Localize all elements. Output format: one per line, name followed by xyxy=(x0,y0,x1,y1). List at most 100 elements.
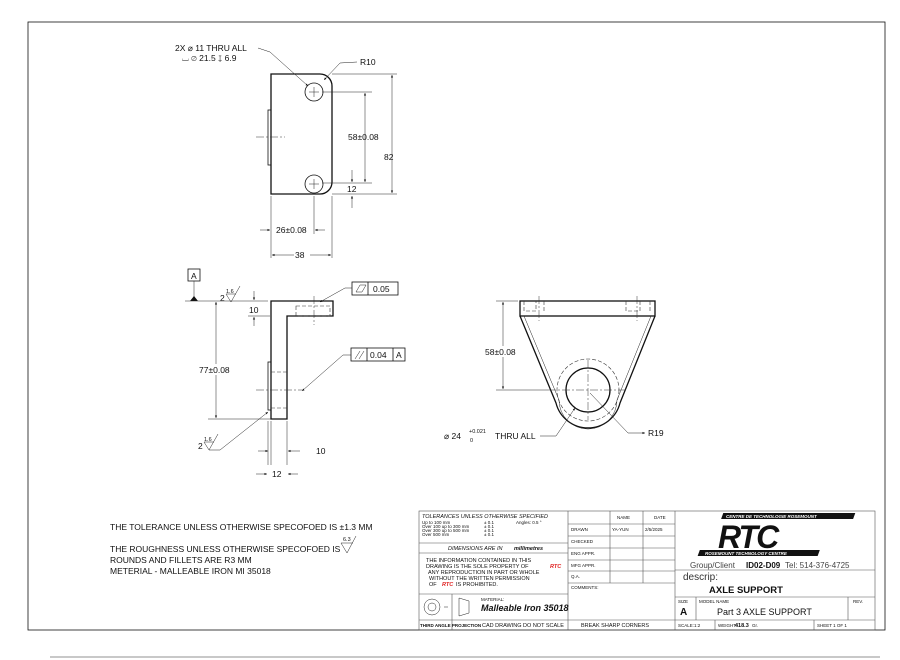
third-angle-projection-icon xyxy=(423,597,470,617)
projection-label: THIRD ANGLE PROJECTION xyxy=(420,623,481,628)
dim-flange-label: 10 xyxy=(249,305,259,315)
hole-leader xyxy=(257,47,309,87)
roughness-bottom-value: 1.6 xyxy=(204,437,212,443)
info-line: THE INFORMATION CONTAINED IN THIS xyxy=(426,558,531,564)
comments-label: COMMENTS: xyxy=(571,585,599,590)
sheet-value: SHEET 1 OF 1 xyxy=(817,623,847,628)
dimensions-label: DIMENSIONS ARE IN xyxy=(448,546,503,552)
top-view-outline xyxy=(270,73,333,195)
flatness-icon xyxy=(355,284,367,293)
dim-width-label: 38 xyxy=(295,250,305,260)
header-name: NAME xyxy=(617,515,630,520)
size-value: A xyxy=(680,607,687,618)
rev-label: REV. xyxy=(853,599,863,604)
front-view-flange xyxy=(519,300,656,317)
row-date: 2/5/2025 xyxy=(645,527,663,532)
general-notes: THE TOLERANCE UNLESS OTHERWISE SPECOFOED… xyxy=(110,522,373,576)
group-label: Group/Client xyxy=(690,561,736,570)
bore-upper-tol: +0.021 xyxy=(469,429,486,435)
hole-bottom xyxy=(304,174,324,194)
roughness-top-grade: 2 xyxy=(220,293,225,303)
tol-angles: Angles: 0.5 ° xyxy=(516,520,542,525)
model-value: Part 3 AXLE SUPPORT xyxy=(717,607,812,617)
cad-note: CAD DRAWING DO NOT SCALE xyxy=(482,623,564,629)
info-line: ANY REPRODUCTION IN PART OR WHOLE xyxy=(428,570,540,576)
dimensions-unit: millimetres xyxy=(514,546,543,552)
info-line: DRAWING IS THE SOLE PROPERTY OF xyxy=(426,564,529,570)
tolerances-title: TOLERANCES UNLESS OTHERWISE SPECIFIED xyxy=(422,514,548,520)
model-label: MODEL NAME xyxy=(699,599,729,604)
rtc-logo: CENTRE DE TECHNOLOGIE ROSEMOUNT RTC ROSE… xyxy=(697,513,856,556)
note-fillets: ROUNDS AND FILLETS ARE R3 MM xyxy=(110,555,252,565)
front-radius-label: R19 xyxy=(648,428,664,438)
dim-leg-label: 10 xyxy=(316,446,326,456)
parallelism-value: 0.04 xyxy=(370,350,387,360)
tol-range: Up to 100 mm xyxy=(422,520,451,525)
material-label: MATERIAL: xyxy=(481,597,504,602)
radius-label: R10 xyxy=(360,57,376,67)
bore-suffix: THRU ALL xyxy=(495,431,536,441)
dim-hole-offset-label: 26±0.08 xyxy=(276,225,307,235)
front-view: 58±0.08 ⌀ 24 +0.021 0 THRU ALL R19 xyxy=(444,296,664,444)
row-name: YA-YUN xyxy=(612,527,629,532)
roughness-top-icon xyxy=(225,285,241,303)
tol-range: Over 500 mm xyxy=(422,532,450,537)
size-label: SIZE xyxy=(678,599,688,604)
front-view-body xyxy=(519,315,656,429)
tol-value: ± 0.1 xyxy=(484,524,494,529)
row-label: ENG APPR. xyxy=(571,551,595,556)
parallelism-control-frame: 0.04 A xyxy=(301,347,406,392)
header-date: DATE xyxy=(654,515,666,520)
parallelism-datum: A xyxy=(396,350,402,360)
side-view-outline xyxy=(270,300,334,420)
descrip-label: descrip: xyxy=(683,572,718,583)
hole-callout-line1: 2X ⌀ 11 THRU ALL xyxy=(175,43,247,53)
datum-a-label: A xyxy=(191,271,197,281)
note-material: METERIAL - MALLEABLE IRON MI 35018 xyxy=(110,566,271,576)
row-label: DRAWN xyxy=(571,527,588,532)
side-view: A 1.6 2 77±0.08 10 10 12 0.05 xyxy=(185,268,406,479)
title-block: TOLERANCES UNLESS OTHERWISE SPECIFIED Up… xyxy=(418,510,876,631)
hole-callout-line2: ⌴ ⌀ 21.5 ↧ 6.9 xyxy=(182,53,237,63)
logo-main-text: RTC xyxy=(718,519,780,555)
info-line: WITHOUT THE WRITTEN PERMISSION xyxy=(429,576,530,582)
logo-top-text: CENTRE DE TECHNOLOGIE ROSEMOUNT xyxy=(726,514,818,519)
dim-hole-spacing-label: 58±0.08 xyxy=(348,132,379,142)
dim-tab-label: 12 xyxy=(272,469,282,479)
info-line: IS PROHIBITED. xyxy=(456,582,498,588)
tol-range: Over 300 up to 500 mm xyxy=(422,528,470,533)
info-line: OF xyxy=(429,582,437,588)
tol-value: ± 0.1 xyxy=(484,532,494,537)
dim-front-height-label: 58±0.08 xyxy=(485,347,516,357)
break-note: BREAK SHARP CORNERS xyxy=(581,623,649,629)
note-tolerance: THE TOLERANCE UNLESS OTHERWISE SPECOFOED… xyxy=(110,522,373,532)
material-value: Malleable Iron 35018 xyxy=(481,603,569,613)
bore-lower-tol: 0 xyxy=(470,438,473,444)
dim-height-label: 82 xyxy=(384,152,394,162)
descrip-value: AXLE SUPPORT xyxy=(709,585,783,596)
tol-range: Over 100 up to 300 mm xyxy=(422,524,470,529)
parallelism-icon xyxy=(354,350,365,360)
weight-unit: Gr. xyxy=(752,623,758,628)
dim-hole-edge-label: 12 xyxy=(347,184,357,194)
group-id: ID02-D09 xyxy=(746,561,781,570)
flatness-value: 0.05 xyxy=(373,284,390,294)
hole-center-marks xyxy=(309,87,319,189)
roughness-bottom-grade: 2 xyxy=(198,441,203,451)
dim-side-height-label: 77±0.08 xyxy=(199,365,230,375)
row-label: Q.A. xyxy=(571,574,580,579)
row-label: MFG APPR. xyxy=(571,563,596,568)
logo-bottom-text: ROSEMOUNT TECHNOLOGY CENTRE xyxy=(705,551,788,556)
roughness-symbol-icon xyxy=(340,535,357,554)
weight-label: WEIGHT: xyxy=(718,623,737,628)
tol-value: ± 0.1 xyxy=(484,528,494,533)
scale-value: SCALE:1:2 xyxy=(678,623,701,628)
radius-leader xyxy=(323,61,358,81)
group-tel: Tel: 514-376-4725 xyxy=(785,561,850,570)
info-company: RTC xyxy=(550,564,562,570)
tol-value: ± 0.1 xyxy=(484,520,494,525)
note-roughness-value: 6.3 xyxy=(343,537,351,543)
weight-value: 418.3 xyxy=(735,623,749,629)
